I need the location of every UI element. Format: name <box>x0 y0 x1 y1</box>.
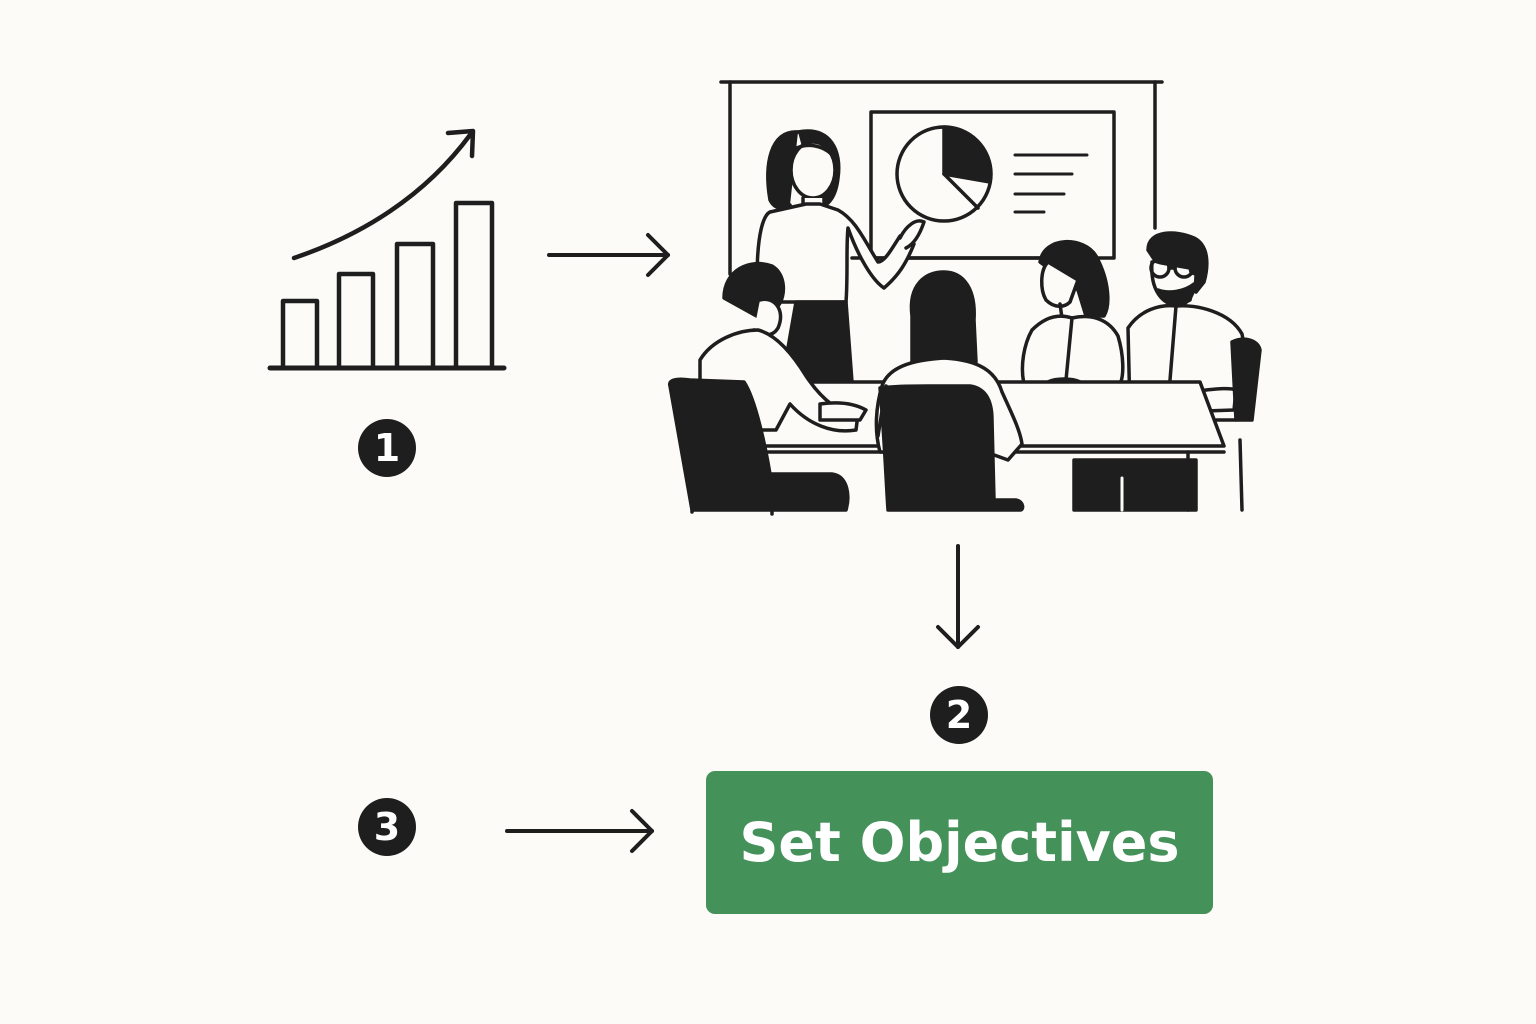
seated-woman-right-figure <box>1020 240 1125 412</box>
presenter-figure <box>755 129 926 384</box>
seated-woman-center-figure <box>874 270 1025 512</box>
set-objectives-button[interactable]: Set Objectives <box>706 771 1213 914</box>
rising-bar-chart-icon <box>267 128 507 371</box>
arrow-right-icon-step3 <box>505 809 654 853</box>
team-meeting-illustration <box>667 80 1262 516</box>
step-3-badge: 3 <box>358 798 416 856</box>
step-2-badge: 2 <box>930 686 988 744</box>
seated-man-left-figure <box>667 261 868 516</box>
arrow-right-icon <box>547 233 670 277</box>
pie-chart-icon <box>895 125 1089 223</box>
step-1-badge: 1 <box>358 419 416 477</box>
arrow-down-icon <box>936 544 980 649</box>
